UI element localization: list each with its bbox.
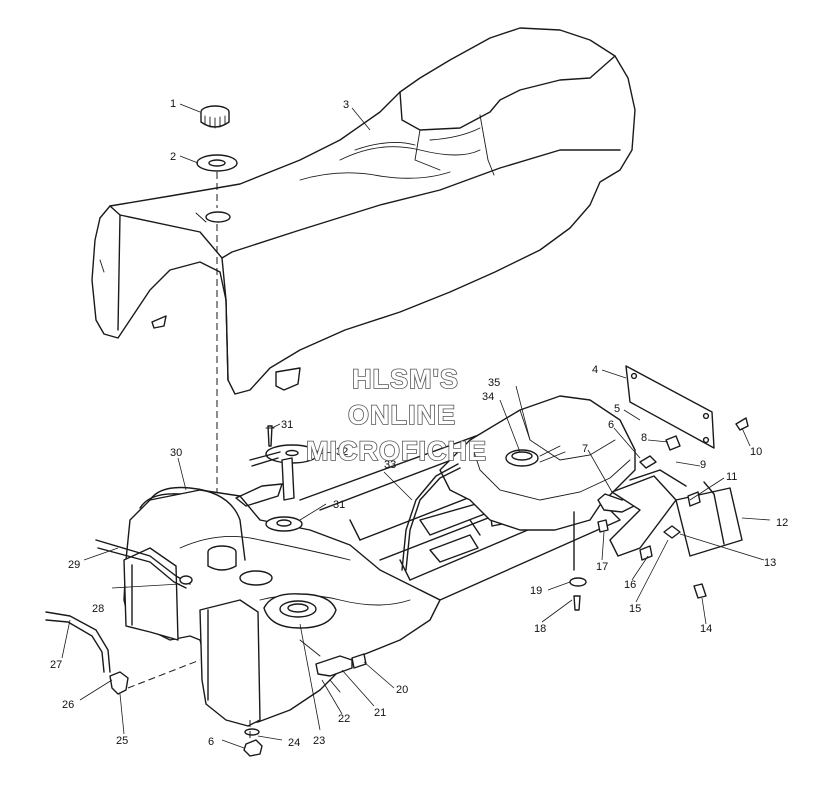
spacer-13 xyxy=(663,525,681,539)
grommet-17 xyxy=(597,519,609,533)
fuel-line-33 xyxy=(405,467,461,571)
screw-31 xyxy=(265,425,275,447)
callout-31b: 31 xyxy=(333,499,345,511)
callout-13: 13 xyxy=(764,557,776,569)
callout-33: 33 xyxy=(384,459,396,471)
plate-4 xyxy=(625,365,715,449)
nut-6b xyxy=(639,455,657,469)
callout-5: 5 xyxy=(614,403,620,415)
watermark-line-2: ONLINE xyxy=(348,400,456,430)
callout-16: 16 xyxy=(624,579,636,591)
callout-6: 6 xyxy=(208,736,214,748)
bracket-8 xyxy=(665,435,681,451)
screw-10 xyxy=(735,417,749,431)
callout-35: 35 xyxy=(488,377,500,389)
elbow-fitting-25 xyxy=(109,671,129,695)
callout-34: 34 xyxy=(482,391,494,403)
screw-14 xyxy=(693,583,707,599)
fuel-hose-27 xyxy=(45,611,111,673)
callout-26: 26 xyxy=(62,699,74,711)
rear-fuel-tank xyxy=(439,395,639,531)
screw-16 xyxy=(639,545,653,561)
bolt-18 xyxy=(573,595,581,611)
callout-31: 31 xyxy=(281,419,293,431)
callout-2: 2 xyxy=(170,151,176,163)
callout-29: 29 xyxy=(68,559,80,571)
mount-plate-32 xyxy=(235,444,319,507)
washer-19 xyxy=(569,577,587,587)
watermark-line-3: MICROFICHE xyxy=(306,436,487,466)
seat-filler-hole xyxy=(205,211,231,223)
callout-6b: 6 xyxy=(608,419,614,431)
callout-21: 21 xyxy=(374,707,386,719)
callout-4: 4 xyxy=(592,364,598,376)
nut-6 xyxy=(243,728,263,757)
vent-fitting-28 xyxy=(179,575,193,585)
callout-12: 12 xyxy=(776,517,788,529)
callout-24: 24 xyxy=(288,737,300,749)
callout-7: 7 xyxy=(582,443,588,455)
callout-18: 18 xyxy=(534,623,546,635)
callout-17: 17 xyxy=(596,561,608,573)
callout-27: 27 xyxy=(50,659,62,671)
callout-19: 19 xyxy=(530,585,542,597)
callout-32: 32 xyxy=(336,446,348,458)
callout-9: 9 xyxy=(700,459,706,471)
callout-15: 15 xyxy=(629,603,641,615)
callout-22: 22 xyxy=(338,713,350,725)
callout-labels: 1 2 3 4 5 6 7 8 9 10 11 12 13 14 15 16 1… xyxy=(50,98,788,749)
callout-1: 1 xyxy=(170,98,176,110)
callout-20: 20 xyxy=(396,684,408,696)
gas-cap xyxy=(200,105,230,129)
seat xyxy=(91,27,636,395)
gasket-31 xyxy=(265,516,303,532)
callout-10: 10 xyxy=(750,446,762,458)
callout-11: 11 xyxy=(726,471,737,483)
callout-3: 3 xyxy=(343,99,349,111)
callout-25: 25 xyxy=(116,735,128,747)
callout-23: 23 xyxy=(313,735,325,747)
main-fuel-tank xyxy=(123,486,441,727)
callout-28: 28 xyxy=(92,603,104,615)
leader-lines xyxy=(61,103,771,749)
callout-8: 8 xyxy=(641,432,647,444)
bracket-9 xyxy=(609,469,687,557)
callout-30: 30 xyxy=(170,447,182,459)
watermark-line-1: HLSM'S xyxy=(352,364,459,394)
gasket-24 xyxy=(239,570,273,586)
callout-14: 14 xyxy=(700,623,712,635)
gas-cap-gasket xyxy=(196,154,238,172)
bracket-12 xyxy=(675,481,743,557)
watermark: HLSM'S ONLINE MICROFICHE xyxy=(305,363,487,467)
